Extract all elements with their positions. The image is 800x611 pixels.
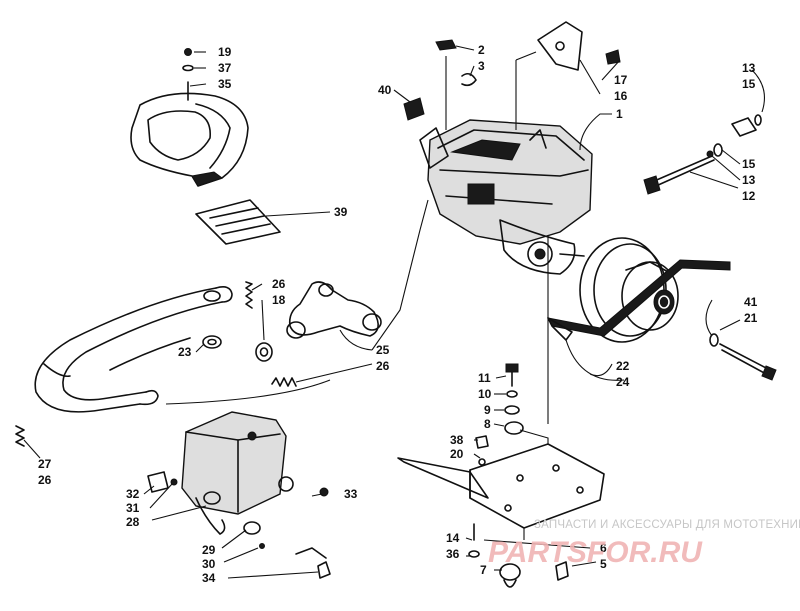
callout-24: 24 (616, 375, 630, 389)
gasket-23 (202, 335, 222, 349)
callout-30: 30 (202, 557, 216, 571)
clip-3 (461, 72, 477, 87)
mount-bracket-16 (537, 21, 621, 71)
callout-41: 41 (744, 295, 758, 309)
callout-7: 7 (480, 563, 487, 577)
part-40 (403, 97, 425, 121)
callout-26c: 26 (38, 473, 52, 487)
callout-39: 39 (334, 205, 348, 219)
callout-2: 2 (478, 43, 485, 57)
callout-22: 22 (616, 359, 630, 373)
spring-26c (15, 425, 25, 447)
callout-35: 35 (218, 77, 232, 91)
decal-plate (195, 199, 281, 245)
bracket-2 (435, 39, 457, 51)
exhaust-pipe (34, 286, 233, 413)
callout-11: 11 (478, 371, 491, 385)
callout-3: 3 (478, 59, 485, 73)
callout-23: 23 (178, 345, 192, 359)
callout-40: 40 (378, 83, 392, 97)
callout-32: 32 (126, 487, 140, 501)
callout-10: 10 (478, 387, 492, 401)
callout-27: 27 (38, 457, 52, 471)
engine-assembly (419, 119, 593, 275)
callout-29: 29 (202, 543, 216, 557)
callout-38: 38 (450, 433, 464, 447)
callout-19: 19 (218, 45, 232, 59)
callout-36: 36 (446, 547, 460, 561)
watermark: ЗАПЧАСТИ И АКСЕССУАРЫ ДЛЯ МОТОТЕХНИКИ PA… (488, 519, 800, 569)
callout-13a: 13 (742, 61, 756, 75)
callout-14: 14 (446, 531, 460, 545)
exhaust-manifold (286, 281, 382, 339)
engine-mount-plate (397, 443, 605, 529)
spring-26b (271, 377, 297, 387)
callout-1: 1 (616, 107, 623, 121)
watermark-logo: PARTSFOR.RU (488, 536, 703, 569)
callout-28: 28 (126, 515, 140, 529)
mount-bolt-12 (643, 114, 762, 195)
callout-9: 9 (484, 403, 491, 417)
callout-15a: 15 (742, 77, 756, 91)
callout-8: 8 (484, 417, 491, 431)
callout-12: 12 (742, 189, 756, 203)
callout-26a: 26 (272, 277, 286, 291)
callout-25: 25 (376, 343, 390, 357)
callout-6: 6 (600, 541, 607, 555)
gasket-18 (255, 342, 273, 362)
watermark-caption: ЗАПЧАСТИ И АКСЕССУАРЫ ДЛЯ МОТОТЕХНИКИ (534, 519, 800, 531)
callout-13b: 13 (742, 173, 756, 187)
callout-31: 31 (126, 501, 140, 515)
mount-bolt-stack (468, 363, 569, 588)
callout-15b: 15 (742, 157, 756, 171)
callout-labels: 19 37 35 2 3 40 17 16 1 13 15 15 13 12 3… (38, 43, 758, 585)
callout-17: 17 (614, 73, 628, 87)
callout-5: 5 (600, 557, 607, 571)
leader-lines (23, 45, 765, 579)
callout-34: 34 (202, 571, 216, 585)
drive-clutch (579, 237, 679, 343)
callout-21: 21 (744, 311, 758, 325)
callout-18: 18 (272, 293, 286, 307)
clutch-bolt-21 (709, 333, 777, 381)
spring-26a (245, 281, 253, 309)
callout-33: 33 (344, 487, 358, 501)
callout-37: 37 (218, 61, 232, 75)
fan-shroud (130, 48, 249, 187)
muffler (181, 411, 294, 535)
callout-20: 20 (450, 447, 464, 461)
callout-16: 16 (614, 89, 628, 103)
callout-26b: 26 (376, 359, 390, 373)
